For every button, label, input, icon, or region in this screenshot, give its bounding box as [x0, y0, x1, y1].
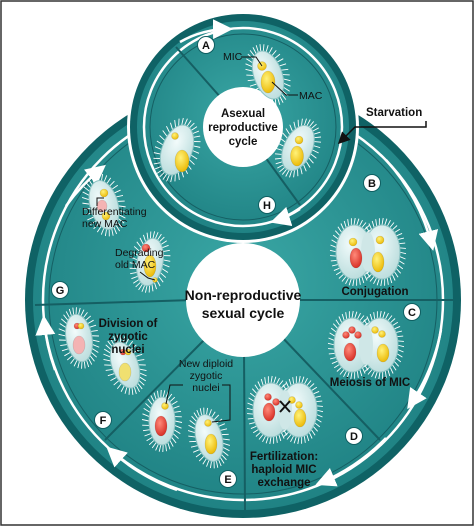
mic-pointer: [241, 56, 263, 67]
stage-letter: C: [408, 307, 416, 319]
sexual-center-disc: [186, 243, 300, 357]
nucleus: [348, 326, 356, 334]
nucleus: [264, 393, 272, 401]
zygotic-nucleus: [204, 419, 212, 427]
stage-letter: H: [263, 200, 271, 212]
nucleus: [378, 330, 386, 338]
stage-badge-d: D: [345, 427, 363, 445]
nucleus: [118, 362, 132, 382]
stage-badge-f: F: [94, 411, 112, 429]
new-diploid-pointer-right: [211, 384, 231, 423]
degrading-label-2: old MAC: [115, 259, 156, 271]
stage-letter: E: [224, 474, 231, 486]
nucleus: [143, 254, 157, 278]
mac-nucleus: [260, 70, 276, 94]
nucleus: [290, 145, 304, 167]
division-label-1: Division of: [99, 318, 158, 330]
mic-label: MIC: [223, 51, 243, 63]
stage-letter: G: [56, 285, 65, 297]
nucleus: [262, 402, 276, 422]
nucleus: [371, 251, 385, 273]
nucleus: [375, 235, 385, 245]
stage-letter: B: [368, 178, 376, 190]
nucleus: [293, 408, 307, 428]
asexual-title-2: reproductive: [208, 122, 278, 134]
new-diploid-label-1: New diploid: [179, 358, 233, 370]
stage-badge-g: G: [51, 281, 69, 299]
stage-badges: A B C D E F G H: [51, 36, 421, 488]
starvation-arrow: [337, 121, 427, 145]
nucleus: [204, 433, 218, 455]
nucleus: [141, 243, 151, 253]
starvation-label: Starvation: [366, 107, 422, 119]
nucleus: [101, 211, 111, 221]
nucleus: [99, 188, 109, 198]
conjugation-label: Conjugation: [341, 286, 408, 298]
stage-badge-h: H: [258, 196, 276, 214]
asexual-center-disc: [203, 87, 283, 167]
nucleus: [154, 415, 168, 437]
new-diploid-pointer-left: [165, 384, 183, 405]
nucleus: [349, 247, 363, 269]
new-diploid-label-2: zygotic: [190, 370, 223, 382]
nucleus: [376, 343, 390, 363]
nucleus: [72, 335, 86, 355]
fertilization-label-3: exchange: [257, 477, 310, 489]
mac-pointer: [271, 81, 298, 96]
sexual-title-2: sexual cycle: [202, 305, 285, 321]
asexual-title-3: cycle: [229, 136, 258, 148]
nucleus: [272, 398, 280, 406]
nucleus: [342, 331, 350, 339]
differentiating-label-2: new MAC: [82, 218, 128, 230]
asexual-title-1: Asexual: [221, 108, 265, 120]
fertilization-label-2: haploid MIC: [251, 464, 316, 476]
nucleus: [371, 326, 379, 334]
division-label-3: nuclei: [111, 344, 144, 356]
new-diploid-label-3: nuclei: [192, 382, 219, 394]
stage-badge-c: C: [403, 303, 421, 321]
nucleus: [343, 342, 357, 362]
stage-letter: F: [100, 415, 107, 427]
degrading-pointer: [139, 271, 156, 281]
stage-letter: A: [202, 40, 210, 52]
stage-badge-a: A: [197, 36, 215, 54]
differentiating-pointer: [96, 197, 104, 206]
nucleus: [174, 149, 190, 173]
zygotic-nucleus: [161, 402, 169, 410]
nucleus: [354, 331, 362, 339]
conjugating-pair-c: [327, 310, 405, 380]
nucleus: [294, 135, 304, 145]
exchange-cross-icon: [279, 400, 291, 413]
differentiating-label-1: Differentiating: [82, 206, 147, 218]
division-label-2: zygotic: [108, 331, 148, 343]
nucleus: [295, 401, 303, 409]
cycle-arrows: [35, 19, 443, 492]
nucleus: [124, 348, 132, 356]
stage-letter: D: [350, 431, 358, 443]
meiosis-label: Meiosis of MIC: [330, 377, 411, 389]
mac-label: MAC: [299, 90, 323, 102]
sexual-title-1: Non-reproductive: [185, 287, 302, 303]
degrading-label-1: Degrading: [115, 247, 164, 259]
nucleus: [348, 237, 358, 247]
stage-badge-b: B: [363, 174, 381, 192]
stage-badge-e: E: [219, 470, 237, 488]
nucleus: [77, 322, 85, 330]
nucleus: [171, 132, 179, 140]
fertilization-label-1: Fertilization:: [250, 451, 318, 463]
